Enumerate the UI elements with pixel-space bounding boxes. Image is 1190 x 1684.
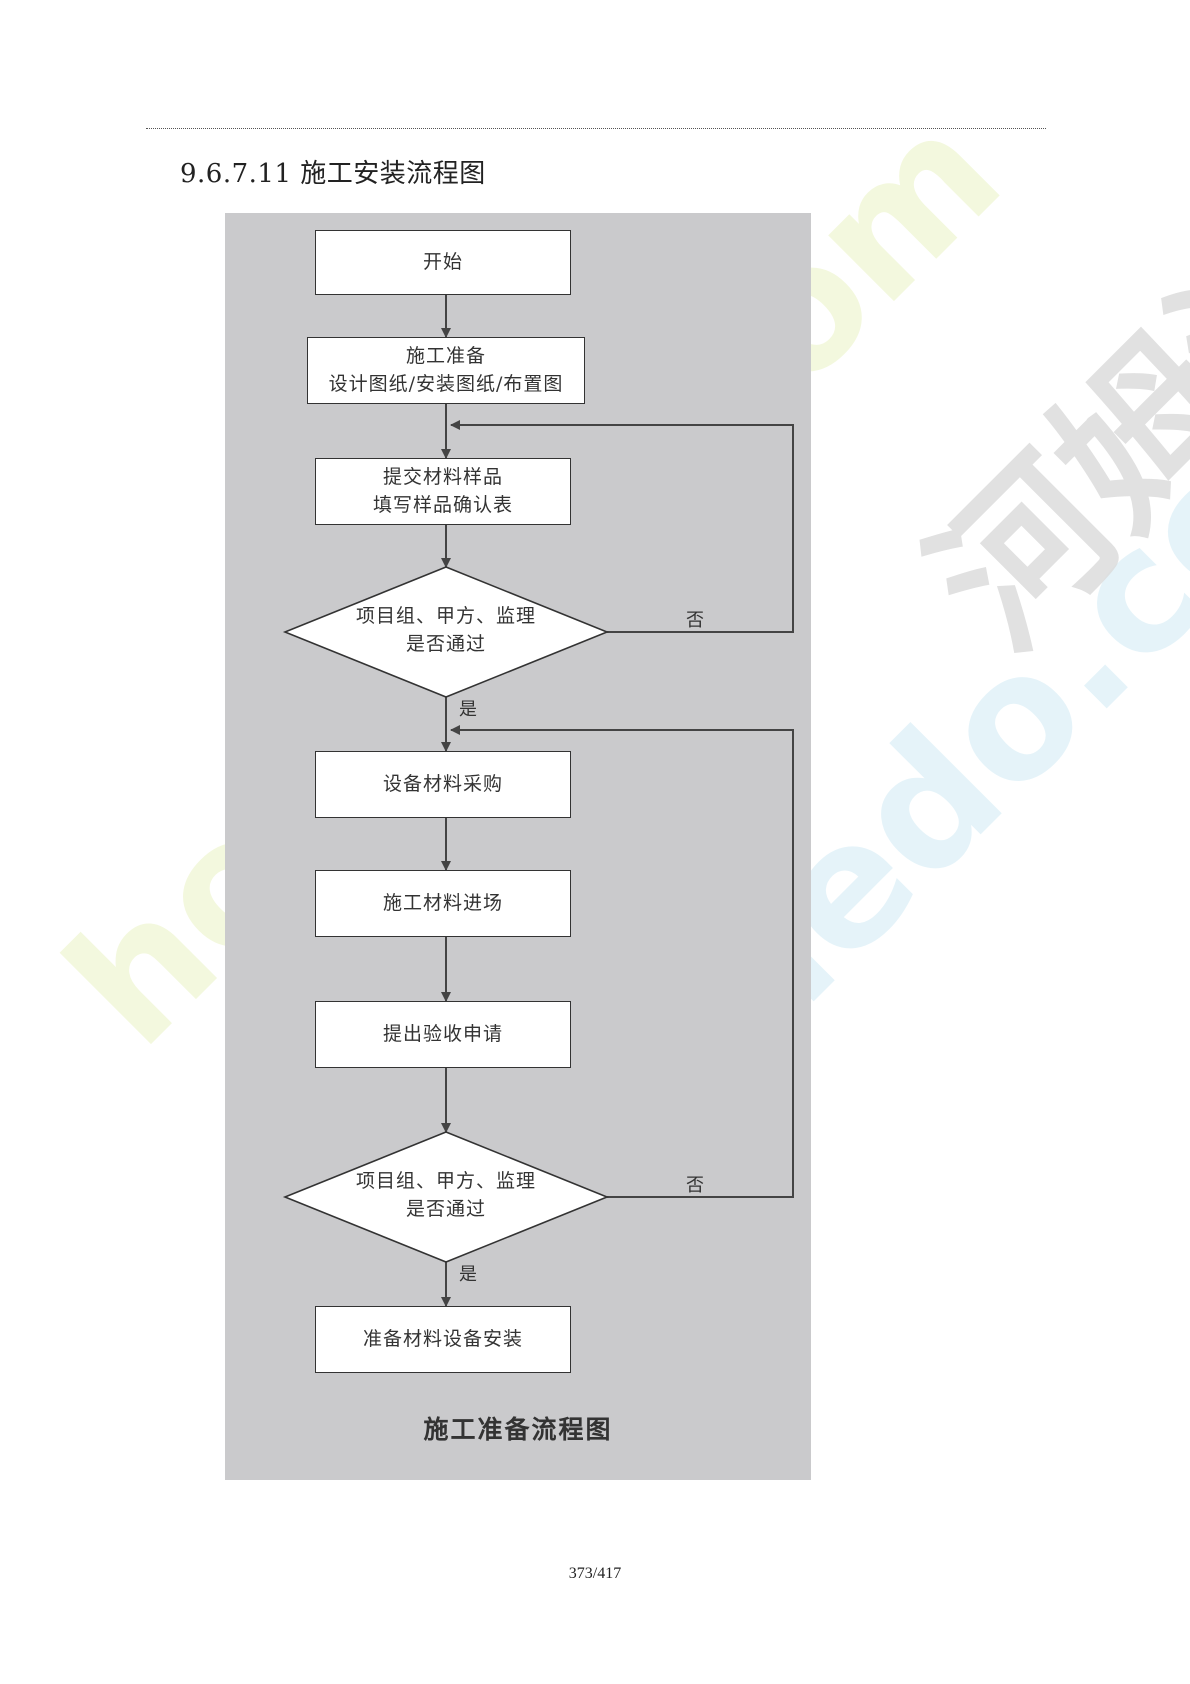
decision-diamond-2: [282, 1131, 610, 1263]
header-rule: [146, 128, 1046, 129]
node-samples-line-1: 提交材料样品: [382, 465, 503, 488]
node-samples-line-2: 填写样品确认表: [372, 493, 513, 516]
edge-label-check1-no: 否: [686, 610, 704, 631]
node-arrival: 施工材料进场: [315, 870, 571, 937]
edge-label-check2-yes: 是: [459, 1264, 477, 1285]
node-arrival-line-1: 施工材料进场: [382, 891, 503, 914]
figure-caption: 施工准备流程图: [423, 1415, 613, 1444]
node-check2-line-2: 是否通过: [405, 1197, 486, 1220]
node-check2: 项目组、甲方、监理 是否通过: [325, 1168, 567, 1223]
edge-check1-no: [450, 420, 794, 633]
node-samples: 提交材料样品 填写样品确认表: [315, 458, 571, 525]
node-inspect: 提出验收申请: [315, 1001, 571, 1068]
flowchart-figure: 开始 施工准备 设计图纸/安装图纸/布置图 提交材料样品 填写样品确认表 项目组…: [225, 213, 811, 1480]
edge-label-check1-yes: 是: [459, 699, 477, 720]
node-check1-line-2: 是否通过: [405, 632, 486, 655]
node-check1: 项目组、甲方、监理 是否通过: [325, 603, 567, 658]
node-inspect-line-1: 提出验收申请: [382, 1022, 503, 1045]
node-install: 准备材料设备安装: [315, 1306, 571, 1373]
node-prep-line-1: 施工准备: [405, 344, 486, 367]
node-purchase-line-1: 设备材料采购: [382, 772, 503, 795]
watermark-brand: 河姆渡: [896, 183, 1190, 685]
node-check2-line-1: 项目组、甲方、监理: [355, 1170, 536, 1192]
node-purchase: 设备材料采购: [315, 751, 571, 818]
decision-diamond-1: [282, 566, 610, 698]
section-heading: 9.6.7.11 施工安装流程图: [180, 159, 486, 189]
edge-label-check2-no: 否: [686, 1175, 704, 1196]
node-install-line-1: 准备材料设备安装: [362, 1327, 523, 1350]
page-number: 373/417: [568, 1565, 622, 1582]
node-start-line-1: 开始: [422, 250, 463, 273]
edge-check2-no: [450, 725, 794, 1198]
node-check1-line-1: 项目组、甲方、监理: [355, 605, 536, 627]
node-prep: 施工准备 设计图纸/安装图纸/布置图: [307, 337, 585, 404]
node-prep-line-2: 设计图纸/安装图纸/布置图: [328, 372, 564, 395]
node-start: 开始: [315, 230, 571, 295]
flowchart-connectors: [282, 295, 794, 1307]
